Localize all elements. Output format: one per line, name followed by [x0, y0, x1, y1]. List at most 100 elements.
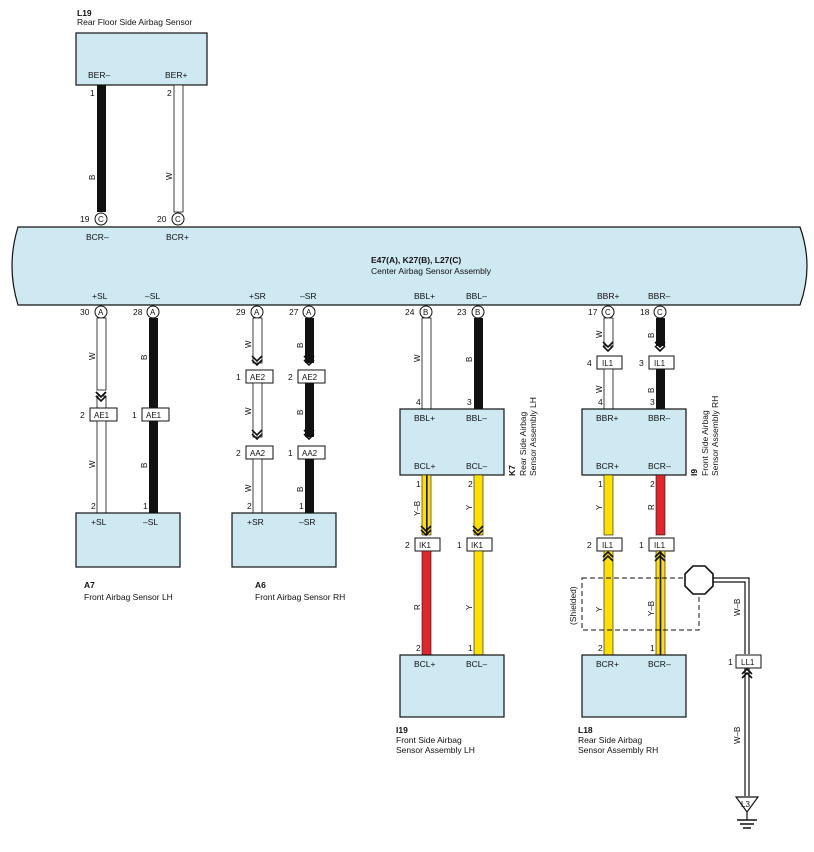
wire-bbr-minus-b[interactable] — [656, 318, 665, 346]
wire-bcl-plus-r[interactable] — [421, 550, 432, 656]
pin-1: 1 — [650, 643, 655, 653]
wire-bbr-plus-w-lower[interactable] — [603, 368, 614, 410]
a7-sensor-box[interactable] — [75, 512, 181, 568]
conn-aa2-label: AA2 — [250, 449, 266, 458]
wire-ber-minus-b[interactable] — [97, 85, 106, 212]
i9-pin-bbr-minus: BBR– — [648, 413, 670, 423]
wire-minus-sr-b[interactable] — [305, 318, 314, 363]
wire-label-w: W — [595, 385, 604, 393]
wire-plus-sl-w[interactable] — [96, 317, 107, 391]
pin-2: 2 — [598, 643, 603, 653]
center-airbag-sensor-box[interactable] — [11, 226, 808, 306]
wire-shield-wb[interactable] — [713, 577, 750, 654]
i9-pin-bcr-minus: BCR– — [648, 461, 671, 471]
k7-name-line2: Sensor Assembly LH — [528, 397, 538, 476]
l19-pin-ber-minus: BER– — [88, 70, 110, 80]
conn-letter: C — [657, 308, 663, 317]
wire-label-b: B — [140, 463, 149, 468]
ground-l3-triangle — [734, 796, 760, 814]
i19-name-line1: Front Side Airbag — [396, 735, 462, 745]
wire-bcl-minus-y[interactable] — [473, 550, 484, 656]
connector-c-20[interactable] — [171, 212, 185, 226]
wire-label-y: Y — [465, 504, 474, 510]
wire-ber-plus-w[interactable] — [173, 84, 184, 213]
conn-ik1-label: IK1 — [419, 541, 432, 550]
wire-plus-sl-w-lower[interactable] — [96, 420, 107, 514]
k7-name-line1: Rear Side Airbag — [518, 411, 528, 476]
conn-il1-label: IL1 — [654, 359, 666, 368]
conn-ik1-label: IK1 — [471, 541, 484, 550]
l18-sensor-box[interactable] — [581, 654, 687, 718]
pin-18: 18 — [640, 307, 650, 317]
k7-code: K7 — [507, 465, 517, 476]
k7-sensor-box[interactable] — [399, 408, 505, 476]
i9-name-line1: Front Side Airbag — [700, 410, 710, 476]
wire-label-y: Y — [595, 606, 604, 612]
pin-1: 1 — [143, 501, 148, 511]
pin-4: 4 — [416, 397, 421, 407]
conn-ae2-label: AE2 — [250, 373, 266, 382]
wire-plus-sr-w-mid[interactable] — [252, 382, 263, 438]
wire-label-b: B — [647, 333, 656, 338]
l18-pin-bcr-plus: BCR+ — [596, 659, 619, 669]
pin-1: 1 — [288, 448, 293, 458]
connector-c-19[interactable] — [94, 212, 108, 226]
conn-ae1-label: AE1 — [94, 411, 110, 420]
wire-bbr-minus-b-lower[interactable] — [656, 369, 665, 409]
pin-2: 2 — [80, 410, 85, 420]
wire-minus-sr-b-lower[interactable] — [305, 459, 314, 513]
wire-label-b: B — [647, 388, 656, 393]
conn-il1-label: IL1 — [654, 541, 666, 550]
wire-plus-sr-w[interactable] — [252, 317, 263, 364]
a7-code: A7 — [84, 580, 95, 590]
wire-ll1-wb[interactable] — [744, 668, 750, 796]
shield-outline — [581, 577, 700, 631]
wire-bcr-plus-y-lower[interactable] — [603, 550, 614, 656]
l18-code: L18 — [578, 725, 593, 735]
pin-19: 19 — [80, 214, 90, 224]
wire-bbr-plus-w[interactable] — [603, 317, 614, 347]
pin-4: 4 — [598, 397, 603, 407]
pin-1: 1 — [299, 501, 304, 511]
wire-label-w: W — [88, 352, 97, 360]
wire-bcr-minus-r[interactable] — [655, 474, 666, 536]
center-pin-minus-sl: –SL — [145, 291, 160, 301]
wire-label-yb: Y–B — [413, 501, 422, 516]
wire-plus-sr-w-lower[interactable] — [252, 458, 263, 514]
pin-3: 3 — [467, 397, 472, 407]
conn-letter: A — [98, 308, 104, 317]
conn-letter: B — [423, 308, 428, 317]
l18-name-line1: Rear Side Airbag — [578, 735, 643, 745]
wire-label-b: B — [296, 487, 305, 492]
i19-sensor-box[interactable] — [399, 654, 505, 718]
wire-label-w: W — [88, 460, 97, 468]
center-bottom-connectors: A 30 A 28 A 29 A 27 B 24 B 23 C 17 C 18 — [80, 305, 667, 319]
wire-bcl-minus-y[interactable] — [473, 474, 484, 536]
pin-2: 2 — [468, 479, 473, 489]
wire-label-w: W — [595, 330, 604, 338]
wire-bbl-minus-b[interactable] — [474, 318, 483, 409]
pin-2: 2 — [650, 479, 655, 489]
center-pin-bbr-minus: BBR– — [648, 291, 670, 301]
wire-minus-sl-b[interactable] — [149, 318, 158, 408]
pin-1: 1 — [132, 410, 137, 420]
wire-label-r: R — [647, 504, 656, 510]
i9-pin-bbr-plus: BBR+ — [596, 413, 618, 423]
k7-pin-bcl-minus: BCL– — [466, 461, 488, 471]
wire-bcr-plus-y[interactable] — [603, 474, 614, 536]
wire-minus-sr-b-mid[interactable] — [305, 383, 314, 437]
wire-label-b: B — [296, 343, 305, 348]
i19-code: I19 — [396, 725, 408, 735]
a6-sensor-box[interactable] — [231, 512, 337, 568]
i9-sensor-box[interactable] — [581, 408, 687, 476]
wire-bbl-plus-w[interactable] — [421, 317, 432, 410]
pin-2: 2 — [416, 643, 421, 653]
l19-connector-box[interactable] — [75, 32, 208, 86]
wire-minus-sl-b-lower[interactable] — [149, 421, 158, 513]
pin-1: 1 — [639, 540, 644, 550]
l19-pin-num-1: 1 — [90, 88, 95, 98]
pin-24: 24 — [405, 307, 415, 317]
pin-17: 17 — [588, 307, 598, 317]
conn-letter: C — [98, 215, 104, 224]
